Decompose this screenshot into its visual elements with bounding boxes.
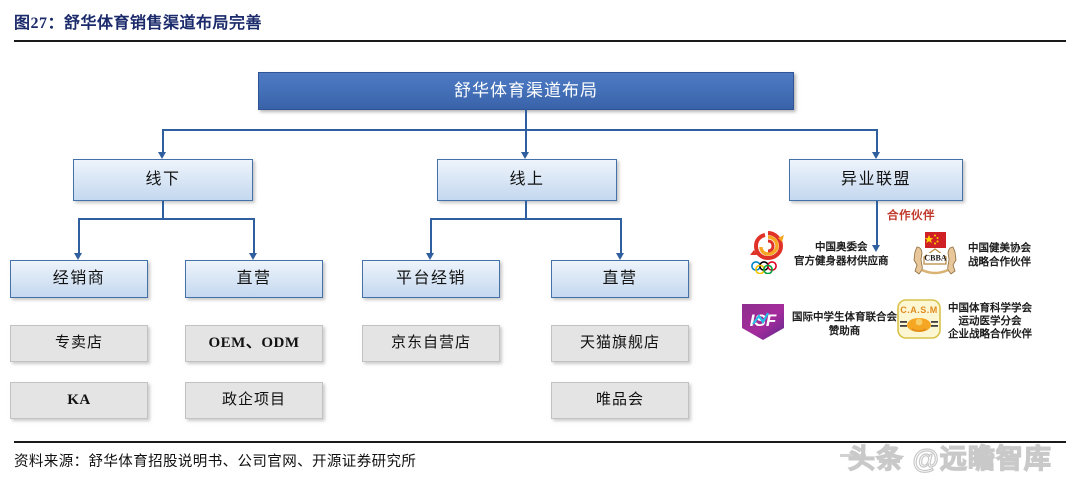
arrow-alliance-icon: [872, 152, 880, 159]
diagram-canvas: 舒华体育渠道布局 线下 经销商 直营 专卖店 KA OEM、ODM 政企项目 线…: [0, 44, 1080, 436]
page-title: 图27：舒华体育销售渠道布局完善: [14, 15, 263, 32]
partner-text-isf: 国际中学生体育联合会 赞助商: [792, 311, 897, 337]
svg-text:CBBA: CBBA: [924, 254, 946, 263]
arrow-partners-icon: [872, 245, 880, 252]
connector-offline-to-direct: [253, 218, 255, 255]
partner-line: 企业战略合作伙伴: [948, 328, 1032, 341]
connector-online-to-direct: [620, 218, 622, 255]
partner-text-cbba: 中国健美协会 战略合作伙伴: [968, 242, 1031, 268]
leaf-offline-dealer-1: 专卖店: [10, 325, 148, 362]
watermark-dash: [840, 454, 866, 457]
connector-offline-stem: [162, 201, 164, 218]
node-online-platform: 平台经销: [362, 260, 500, 298]
partner-text-casm: 中国体育科学学会 运动医学分会 企业战略合作伙伴: [948, 302, 1032, 341]
partner-line: 中国奥委会: [815, 241, 868, 254]
connector-online-to-platform: [430, 218, 432, 255]
china-olympic-committee-logo: [748, 230, 788, 279]
connector-drop-alliance: [876, 129, 878, 154]
partner-line: 官方健身器材供应商: [794, 254, 889, 267]
partner-item-cbba: CBBA 中国健美协会 战略合作伙伴: [908, 230, 1031, 281]
title-divider: [14, 40, 1066, 42]
arrow-offline-direct-icon: [249, 253, 257, 260]
partner-line: 赞助商: [828, 324, 861, 337]
edge-label-partners: 合作伙伴: [887, 210, 935, 222]
node-root: 舒华体育渠道布局: [258, 72, 794, 110]
partner-line: 中国健美协会: [968, 242, 1031, 255]
partner-item-olympic: 中国奥委会 官方健身器材供应商: [748, 230, 889, 279]
cbba-logo: CBBA: [908, 230, 962, 281]
leaf-online-direct-1: 天猫旗舰店: [551, 325, 689, 362]
partner-line: 国际中学生体育联合会: [792, 311, 897, 324]
connector-online-bus: [430, 218, 620, 220]
connector-root-stem: [525, 110, 527, 129]
partner-text-olympic: 中国奥委会 官方健身器材供应商: [794, 241, 889, 267]
partner-item-casm: C.A.S.M 中国体育科学学会 运动医学分会 企业战略合作伙伴: [896, 298, 1032, 345]
connector-offline-bus: [78, 218, 253, 220]
watermark: 头条 @远瞻智库: [847, 443, 1052, 474]
source-divider: [14, 441, 1066, 443]
connector-offline-to-dealer: [78, 218, 80, 255]
source-note: 资料来源：舒华体育招股说明书、公司官网、开源证券研究所: [14, 454, 417, 470]
node-offline-direct: 直营: [185, 260, 323, 298]
leaf-online-direct-2: 唯品会: [551, 382, 689, 419]
node-online-direct: 直营: [551, 260, 689, 298]
arrow-online-icon: [521, 152, 529, 159]
leaf-offline-direct-2: 政企项目: [185, 382, 323, 419]
node-branch-alliance: 异业联盟: [789, 159, 963, 201]
casm-logo: C.A.S.M: [896, 298, 942, 345]
connector-drop-offline: [162, 129, 164, 154]
isf-logo: ISF: [740, 302, 786, 347]
connector-drop-online: [525, 129, 527, 154]
connector-online-stem: [525, 201, 527, 218]
connector-alliance-stem: [876, 201, 878, 247]
partner-line: 战略合作伙伴: [968, 255, 1031, 268]
arrow-online-direct-icon: [616, 253, 624, 260]
connector-root-bus: [162, 129, 876, 131]
leaf-online-platform-1: 京东自营店: [362, 325, 500, 362]
svg-text:C.A.S.M: C.A.S.M: [900, 305, 938, 315]
arrow-offline-icon: [158, 152, 166, 159]
partner-line: 运动医学分会: [958, 314, 1022, 327]
leaf-offline-direct-1: OEM、ODM: [185, 325, 323, 362]
node-branch-online: 线上: [437, 159, 617, 201]
arrow-dealer-icon: [74, 253, 82, 260]
arrow-platform-icon: [426, 253, 434, 260]
node-offline-dealer: 经销商: [10, 260, 148, 298]
partner-line: 中国体育科学学会: [948, 301, 1032, 314]
partner-item-isf: ISF 国际中学生体育联合会 赞助商: [740, 302, 897, 347]
leaf-offline-dealer-2: KA: [10, 382, 148, 419]
node-branch-offline: 线下: [73, 159, 253, 201]
